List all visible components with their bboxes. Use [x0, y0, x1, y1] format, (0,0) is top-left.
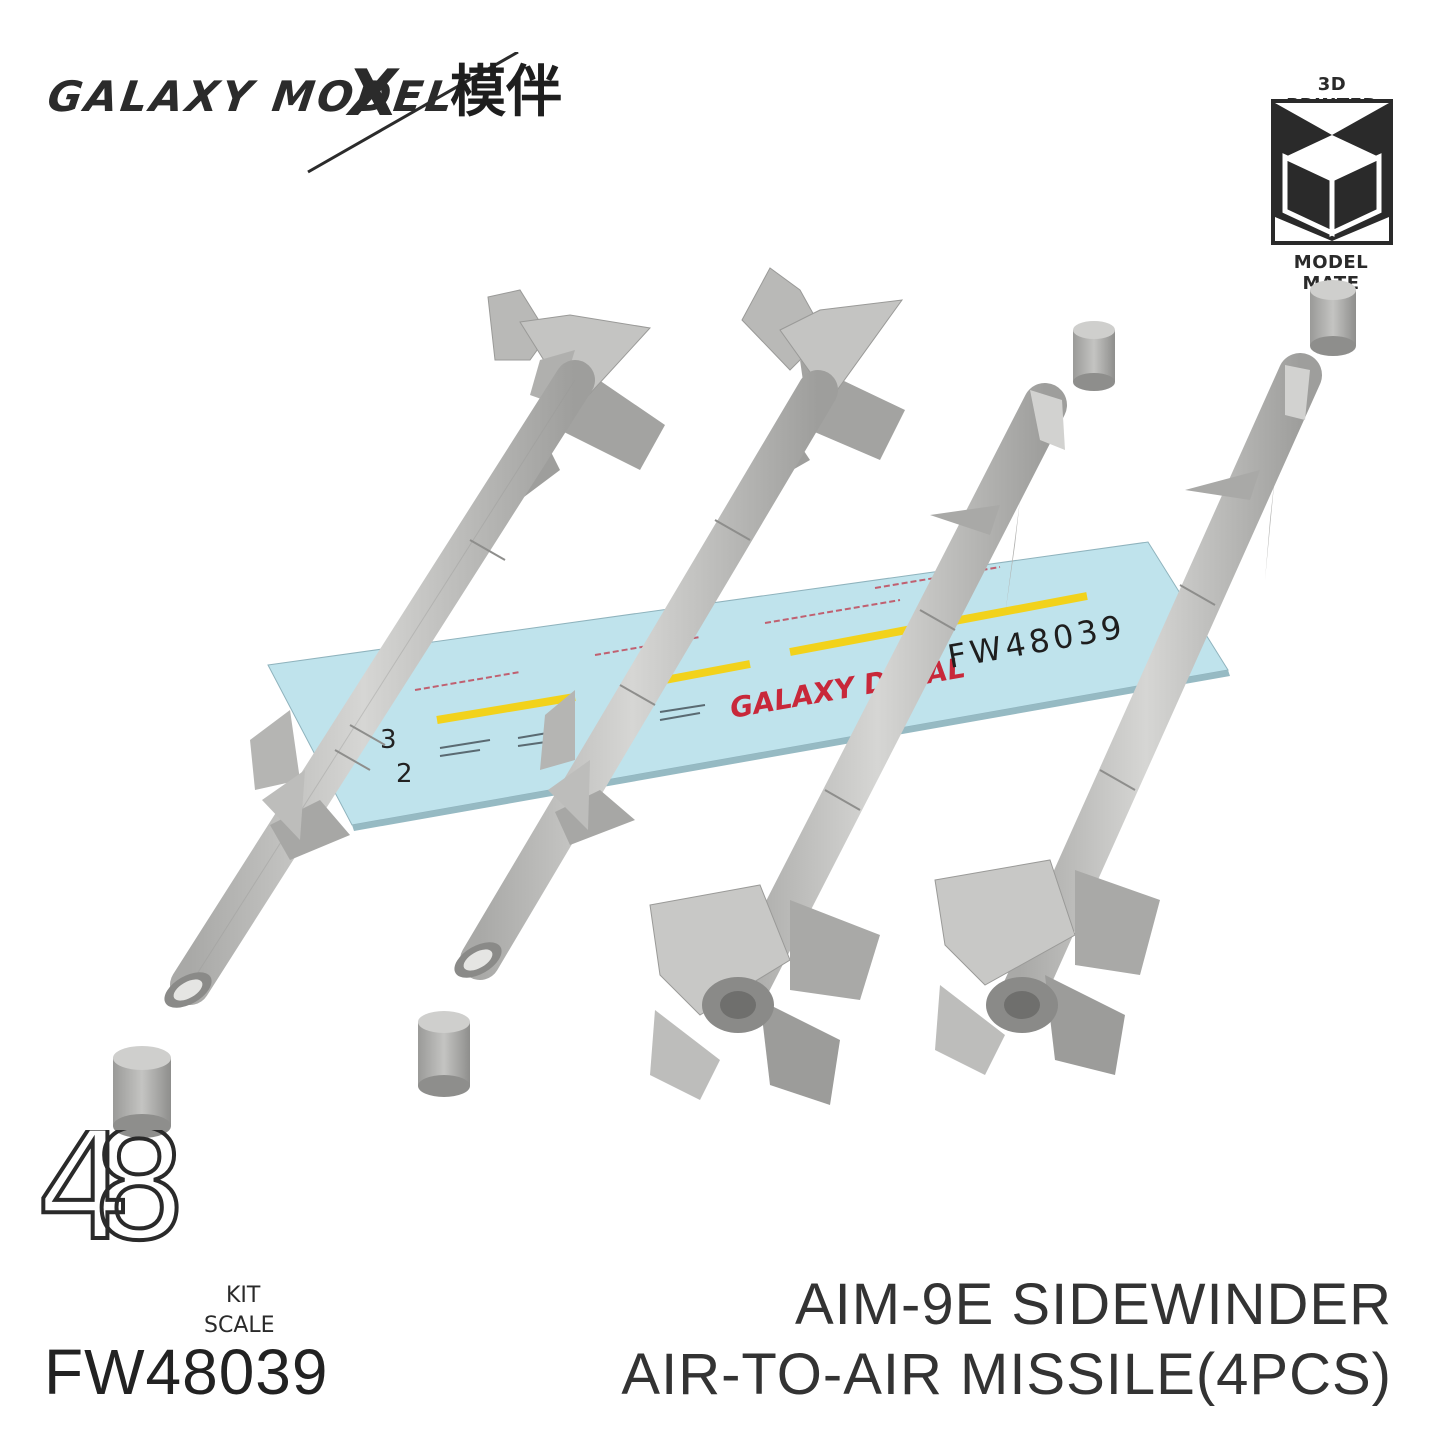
display-stand: [1310, 280, 1356, 356]
decal-number-2: 2: [396, 759, 413, 789]
display-stand: [1073, 321, 1115, 391]
product-code: FW48039: [44, 1336, 329, 1408]
missile-3: [649, 383, 1067, 1105]
missile-2: [454, 267, 905, 980]
product-title-line-1: AIM-9E SIDEWINDER: [794, 1272, 1392, 1337]
decal-number-3: 3: [380, 725, 397, 755]
brand-chinese-name: 模伴: [450, 59, 562, 125]
cube-icon: [1271, 99, 1393, 245]
scale-number-logo: 48: [36, 1130, 219, 1276]
product-title-line-2: AIR-TO-AIR MISSILE(4PCS): [621, 1342, 1392, 1407]
decal-sheet: 3 2 GALAXY DECAL FW48039: [267, 541, 1230, 831]
decal-stripe: [664, 660, 751, 684]
kit-label: KIT: [226, 1283, 261, 1308]
missile-1: [164, 289, 665, 1008]
missile-4: [934, 353, 1322, 1075]
scale-label: SCALE: [204, 1313, 275, 1338]
decal-stripe: [436, 693, 576, 724]
display-stand: [113, 1046, 171, 1138]
scale-number: 48: [36, 1130, 177, 1274]
brand-logo: [307, 52, 519, 174]
display-stand: [418, 1011, 470, 1097]
